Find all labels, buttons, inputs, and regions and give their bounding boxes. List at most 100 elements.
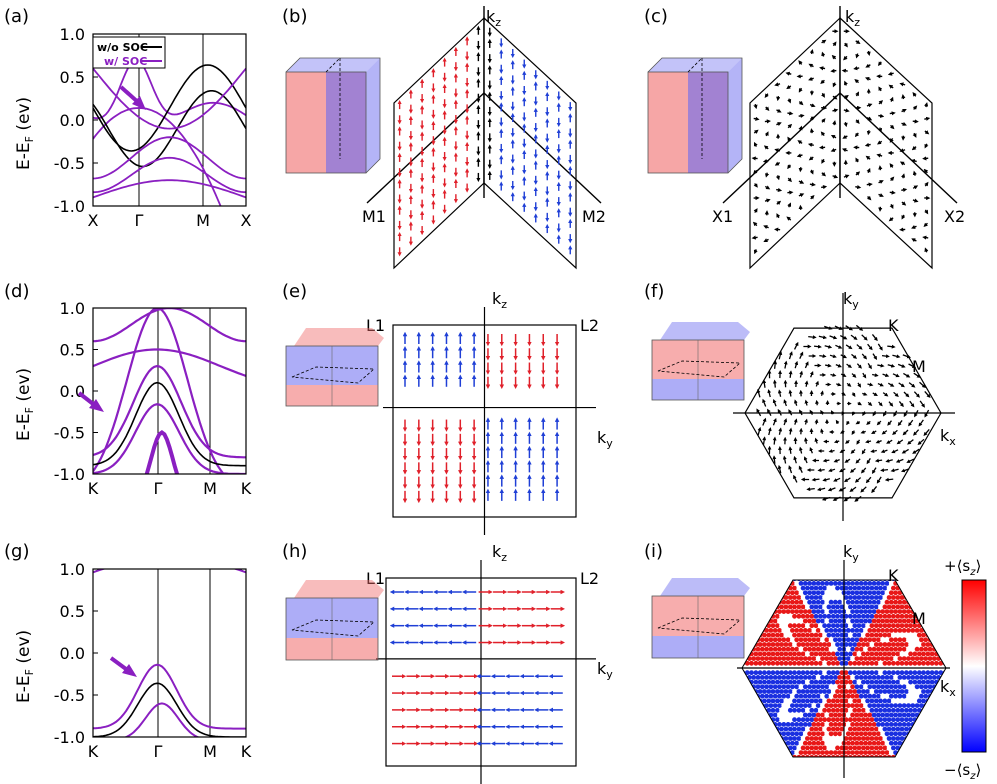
heatmap-cell [869, 651, 875, 657]
hex-prism-inset [285, 328, 384, 407]
heatmap-cell [753, 595, 759, 600]
heatmap-cell [837, 628, 843, 633]
heatmap-cell [891, 670, 896, 676]
heatmap-cell [813, 632, 819, 638]
heatmap-cell [936, 637, 941, 643]
heatmap-cell [811, 599, 817, 605]
heatmap-cell [850, 599, 855, 605]
spin-arrow [772, 436, 777, 445]
heatmap-cell [843, 604, 849, 610]
heatmap-cell [863, 731, 868, 737]
heatmap-cell [828, 656, 834, 661]
heatmap-cell [779, 604, 784, 610]
heatmap-cell [755, 628, 761, 633]
heatmap-cell [818, 679, 823, 685]
y-tick-label: -0.5 [54, 154, 85, 173]
heatmap-cell [749, 595, 754, 600]
heatmap-cell [805, 613, 810, 619]
heatmap-cell [858, 684, 864, 690]
heatmap-cell [904, 623, 909, 629]
band-line [93, 569, 246, 574]
heatmap-cell [839, 698, 845, 704]
heatmap-cell [852, 632, 858, 638]
heatmap-cell [850, 684, 855, 690]
spin-arrow [787, 164, 792, 170]
heatmap-cell [858, 590, 864, 596]
heatmap-cell [895, 595, 901, 600]
heatmap-cell [893, 618, 898, 624]
spin-arrow [833, 477, 841, 482]
box-dashed [325, 57, 341, 73]
heatmap-cell [869, 698, 875, 704]
heatmap-cell [936, 628, 941, 633]
spin-arrow [896, 439, 904, 445]
spin-arrow [893, 391, 899, 397]
spin-arrow [821, 496, 831, 501]
heatmap-cell [936, 731, 941, 737]
heatmap-cell [839, 604, 845, 610]
heatmap-cell [843, 651, 849, 657]
hex-prism-inset [651, 322, 750, 401]
heatmap-cell [751, 693, 757, 699]
heatmap-cell [888, 731, 894, 737]
heatmap-cell [811, 637, 817, 643]
heatmap-cell [764, 703, 769, 708]
panel-label-b: (b) [282, 6, 307, 27]
heatmap-cell [759, 712, 765, 718]
heatmap-cell [852, 726, 858, 732]
heatmap-cell [858, 703, 864, 708]
spin-arrow [876, 420, 882, 426]
heatmap-cell [833, 684, 838, 690]
heatmap-cell [891, 613, 896, 619]
heatmap-cell [910, 628, 916, 633]
v-plane-panels [366, 6, 958, 270]
heatmap-cell [923, 656, 929, 661]
spin-arrow [809, 409, 814, 415]
heatmap-cell [856, 642, 862, 647]
heatmap-cell [766, 580, 772, 582]
spin-arrow [871, 334, 878, 342]
heatmap-cell [837, 703, 843, 708]
heatmap-cell [837, 693, 843, 699]
heatmap-cell [805, 595, 810, 600]
heatmap-cell [742, 740, 748, 746]
heatmap-cell [781, 618, 787, 624]
heatmap-cell [852, 717, 858, 723]
heatmap-cell [925, 623, 931, 629]
heatmap-cell [766, 604, 772, 610]
heatmap-cell [775, 632, 780, 638]
heatmap-cell [779, 707, 784, 713]
heatmap-cell [910, 590, 916, 596]
heatmap-cell [766, 698, 772, 704]
heatmap-cell [779, 670, 784, 676]
heatmap-cell [921, 717, 926, 723]
spin-arrow [861, 334, 868, 341]
heatmap-cell [744, 604, 750, 610]
heatmap-cell [792, 726, 797, 732]
spin-arrow [872, 373, 879, 377]
heatmap-cell [785, 637, 791, 643]
spin-arrow [856, 344, 863, 350]
heatmap-cell [854, 581, 860, 586]
heatmap-cell [766, 642, 772, 647]
heatmap-cell [796, 726, 802, 732]
heatmap-cell [813, 689, 819, 694]
spin-arrow [855, 119, 860, 124]
spin-arrow [860, 486, 867, 493]
heatmap-cell [850, 628, 855, 633]
l1-label-e: L1 [366, 316, 385, 335]
heatmap-cell [792, 689, 797, 694]
heatmap-cell [749, 754, 754, 757]
band-curves [93, 569, 246, 737]
spin-arrow [866, 103, 873, 108]
heatmap-cell [837, 618, 843, 624]
heatmap-cell [904, 651, 909, 657]
k1-axis [366, 92, 485, 204]
heatmap-cell [921, 754, 926, 757]
heatmap-cell [796, 595, 802, 600]
heatmap-cell [906, 740, 911, 746]
heatmap-cell [880, 637, 886, 643]
heatmap-cell [919, 740, 924, 746]
spin-arrow [860, 430, 866, 434]
heatmap-cell [886, 670, 892, 676]
